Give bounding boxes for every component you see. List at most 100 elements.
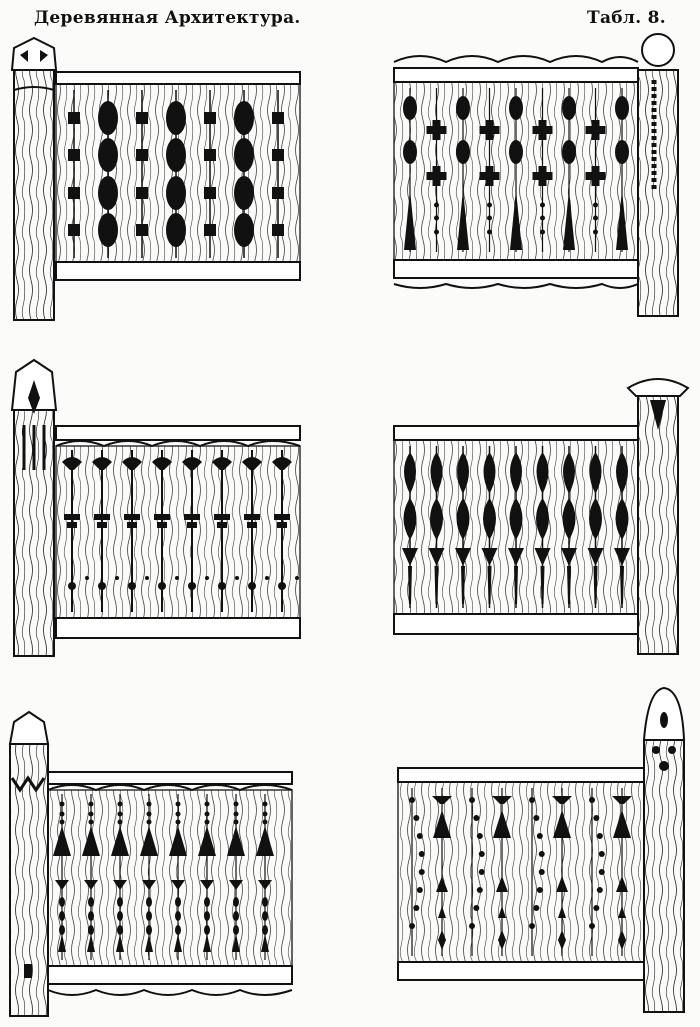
- dot-motif: [204, 911, 210, 921]
- dot-motif: [233, 897, 239, 907]
- baluster-square: [136, 149, 148, 161]
- dot-motif: [175, 801, 181, 807]
- oval-motif: [615, 96, 629, 120]
- tulip-stem: [540, 566, 545, 604]
- tulip-cup: [402, 548, 418, 566]
- dot-motif: [596, 833, 603, 839]
- railing-6-post: [642, 686, 686, 1013]
- flare-foot: [616, 190, 628, 250]
- arrow-motif: [256, 826, 274, 856]
- tulip-bud: [562, 498, 576, 540]
- tulip-stem: [434, 566, 439, 604]
- railing-5: [8, 710, 293, 1017]
- baluster-square: [204, 149, 216, 161]
- dot-motif: [536, 887, 543, 893]
- arrow-motif: [200, 880, 214, 890]
- dot-motif: [146, 925, 152, 935]
- dot-motif: [88, 811, 94, 817]
- tulip-stem: [620, 566, 624, 604]
- railing-6: [397, 686, 686, 1013]
- oval-motif: [456, 96, 470, 120]
- dot-motif: [416, 887, 423, 893]
- tulip-bud: [615, 498, 629, 540]
- dot-motif: [478, 869, 485, 875]
- bar-motif: [67, 522, 77, 528]
- baluster-square: [272, 149, 284, 161]
- railing-6-balusters: [409, 788, 632, 956]
- dot-motif: [205, 576, 209, 580]
- hook-motif: [62, 457, 82, 470]
- baluster-bulb: [234, 213, 254, 247]
- baluster-square: [272, 224, 284, 236]
- railing-3: [10, 358, 301, 657]
- hook-motif: [152, 457, 172, 470]
- dot-motif: [469, 923, 475, 929]
- baluster-bulb: [234, 176, 254, 210]
- dot-motif: [538, 851, 545, 857]
- tulip-bud: [510, 452, 522, 494]
- arrow-motif: [556, 876, 568, 892]
- bar-motif: [274, 514, 290, 520]
- bar-motif: [94, 514, 110, 520]
- dot-motif: [145, 576, 149, 580]
- tulip-bud: [483, 498, 496, 540]
- bar-motif: [277, 522, 287, 528]
- dot-motif: [533, 815, 540, 821]
- tulip-cup: [481, 548, 498, 566]
- dot-motif: [589, 923, 595, 929]
- arrow-motif: [145, 934, 153, 952]
- dot-motif: [146, 897, 152, 907]
- dot-motif: [262, 911, 268, 921]
- arrow-motif: [171, 880, 185, 890]
- dot-motif: [487, 202, 492, 208]
- dot-motif: [204, 819, 210, 825]
- dot-motif: [204, 925, 210, 935]
- baluster-square: [68, 224, 80, 236]
- dot-motif: [88, 819, 94, 825]
- arrow-motif: [613, 810, 631, 838]
- tulip-stem: [593, 566, 598, 604]
- plate-title: Деревянная Архитектура.: [34, 8, 301, 28]
- dot-motif: [115, 576, 119, 580]
- oval-motif: [562, 96, 576, 120]
- tulip-stem: [567, 566, 571, 604]
- railing-5-post: [8, 710, 50, 1017]
- dot-motif: [117, 925, 123, 935]
- arrow-motif: [258, 880, 272, 890]
- dot-motif: [593, 229, 598, 235]
- dot-motif: [262, 801, 268, 807]
- arrow-motif: [53, 826, 71, 856]
- tulip-bud: [456, 498, 470, 540]
- dot-motif: [434, 229, 439, 235]
- arrow-motif: [433, 810, 451, 838]
- tulip-stem: [487, 566, 492, 604]
- arrow-motif: [616, 876, 628, 892]
- tulip-bud: [536, 498, 549, 540]
- bar-motif: [64, 514, 80, 520]
- baluster-square: [204, 224, 216, 236]
- bar-motif: [124, 514, 140, 520]
- dot-motif: [413, 815, 420, 821]
- dot-motif: [233, 819, 239, 825]
- cross-motif: [426, 166, 447, 186]
- tulip-bud: [589, 498, 602, 540]
- dot-motif: [204, 811, 210, 817]
- tulip-cup: [587, 548, 604, 566]
- bar-motif: [184, 514, 200, 520]
- diamond-motif: [618, 930, 626, 950]
- baluster-square: [68, 112, 80, 124]
- bar-motif: [247, 522, 257, 528]
- dot-motif: [262, 925, 268, 935]
- baluster-square: [272, 187, 284, 199]
- dot-motif: [68, 582, 76, 590]
- railing-1: [10, 36, 301, 321]
- railing-2-balusters: [403, 88, 629, 252]
- tulip-cup: [561, 548, 577, 566]
- diamond-motif: [558, 930, 566, 950]
- dot-motif: [117, 819, 123, 825]
- dot-motif: [529, 797, 535, 803]
- arrow-motif: [116, 934, 124, 952]
- baluster-bulb: [166, 138, 186, 172]
- oval-motif: [403, 96, 417, 120]
- dot-motif: [117, 801, 123, 807]
